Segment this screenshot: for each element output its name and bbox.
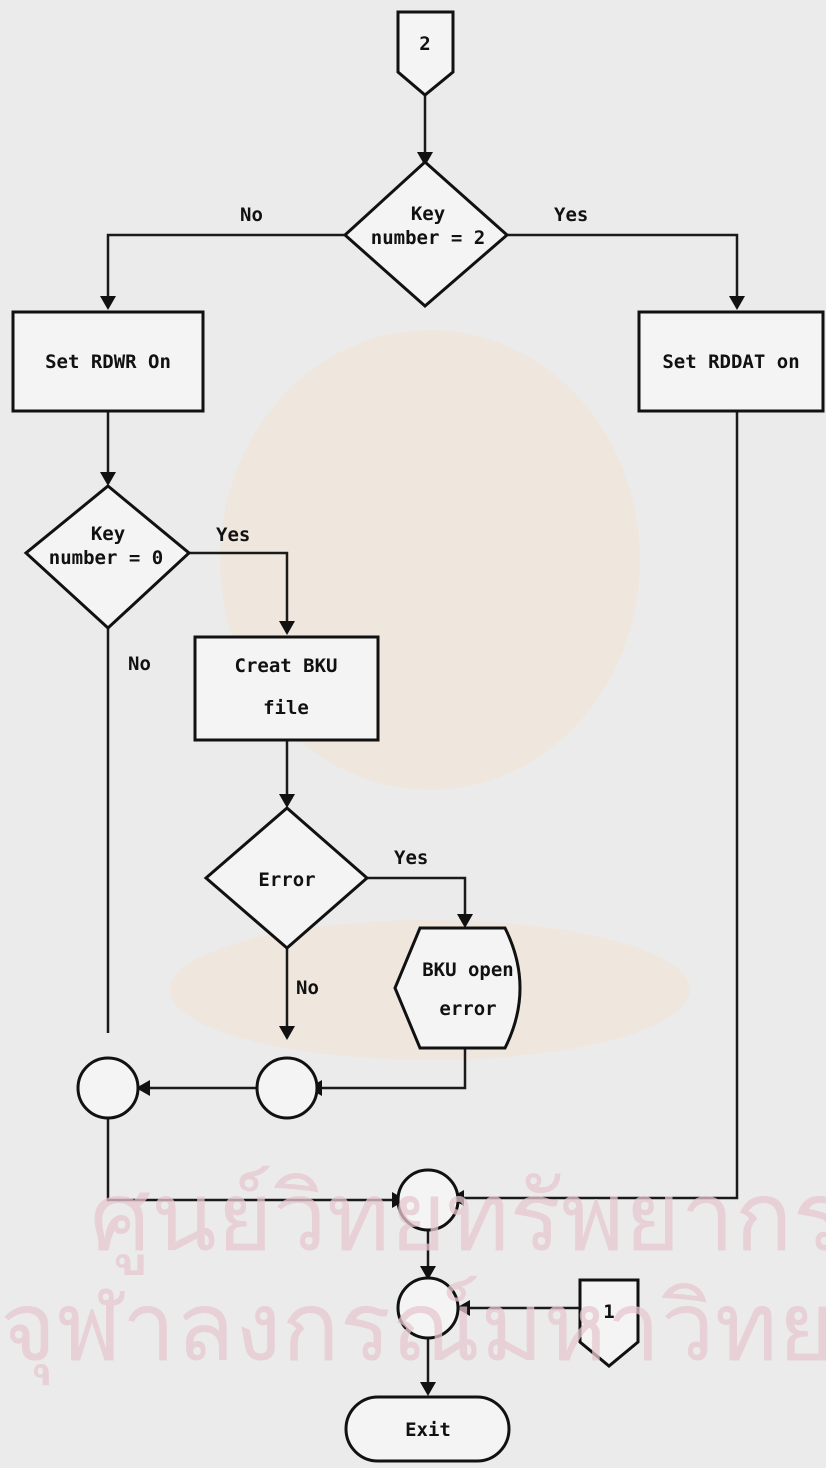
terminal-exit: Exit — [346, 1397, 509, 1461]
process-set-rddat: Set RDDAT on — [639, 312, 823, 411]
watermark-line1: ศูนย์วิทยทรัพยากร — [90, 1161, 826, 1275]
display-line2: error — [439, 998, 496, 1020]
arrowhead — [100, 296, 116, 310]
line-error-yes — [367, 878, 465, 920]
label-key2-yes: Yes — [554, 204, 588, 226]
connector-2-label: 2 — [419, 33, 430, 55]
merge-circle-left — [78, 1058, 138, 1118]
label-error-no: No — [296, 977, 319, 999]
decision-error-label: Error — [258, 869, 315, 891]
merge-circle-middle — [257, 1058, 317, 1118]
display-bku-open-error: BKU open error — [395, 928, 520, 1048]
display-line1: BKU open — [422, 959, 514, 981]
decision-key2-line1: Key — [411, 203, 445, 225]
decision-key0-line2: number = 0 — [49, 547, 163, 569]
decision-key2-line2: number = 2 — [371, 227, 485, 249]
process-set-rddat-label: Set RDDAT on — [662, 351, 799, 373]
label-key0-no: No — [128, 653, 151, 675]
label-key0-yes: Yes — [216, 524, 250, 546]
line-key2-no — [108, 235, 345, 302]
process-creat-bku-line1: Creat BKU — [235, 655, 338, 677]
process-creat-bku-line2: file — [263, 697, 309, 719]
label-key2-no: No — [240, 204, 263, 226]
decision-key-number-2: Key number = 2 — [345, 162, 507, 306]
decision-key-number-0: Key number = 0 — [26, 486, 189, 628]
arrowhead — [100, 472, 116, 486]
decision-key0-line1: Key — [91, 523, 125, 545]
offpage-connector-2: 2 — [398, 12, 453, 95]
watermark-line2: จุฬาลงกรณ์มหาวิทยาลัย — [0, 1271, 826, 1386]
process-set-rdwr: Set RDWR On — [13, 312, 203, 411]
arrowhead — [279, 794, 295, 808]
terminal-exit-label: Exit — [405, 1419, 451, 1441]
line-key2-yes — [507, 235, 737, 302]
arrowhead — [420, 1382, 436, 1396]
arrowhead — [729, 296, 745, 310]
label-error-yes: Yes — [394, 847, 428, 869]
process-set-rdwr-label: Set RDWR On — [45, 351, 171, 373]
process-creat-bku-file: Creat BKU file — [195, 637, 378, 740]
